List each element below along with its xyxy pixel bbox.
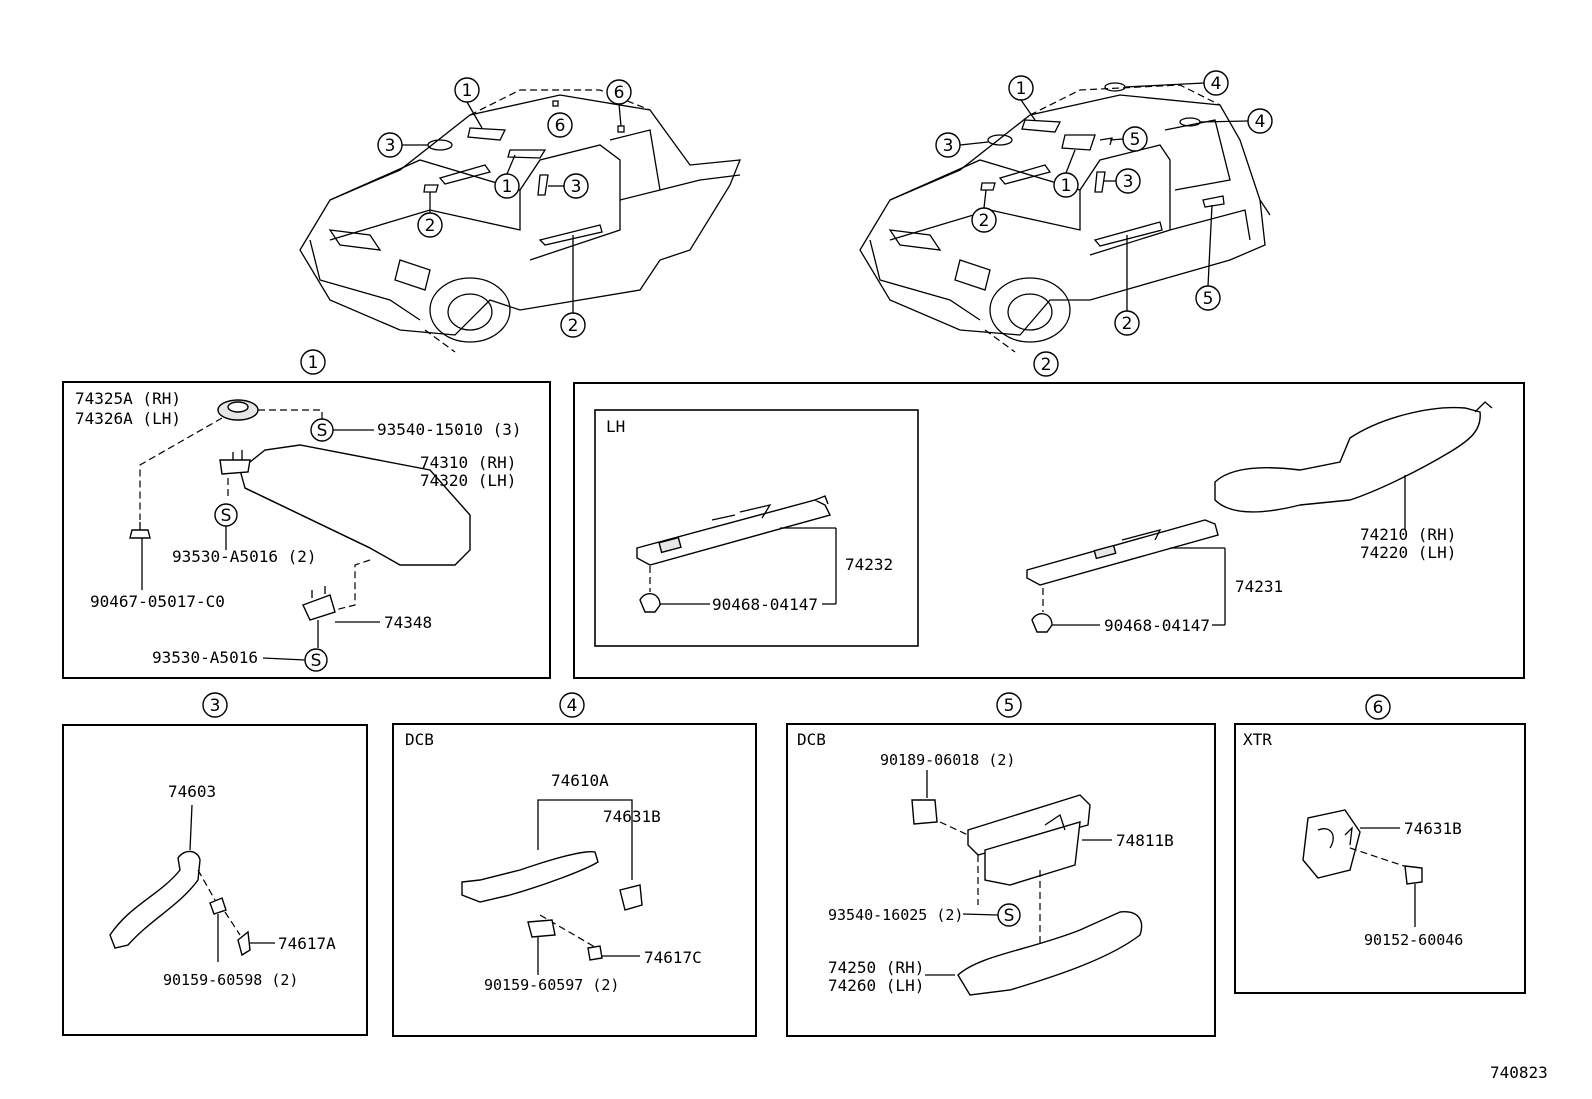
svg-text:3: 3 (1123, 172, 1134, 192)
label-screw: 90152-60046 (1364, 931, 1463, 949)
callout-5: 5 (1195, 285, 1221, 311)
label-screw: 90159-60597 (2) (484, 976, 619, 994)
svg-text:4: 4 (1255, 112, 1266, 132)
label-holder: 74348 (384, 613, 432, 632)
label-grip-lh: 74220 (LH) (1360, 543, 1456, 562)
callout-1: 1 (494, 173, 520, 199)
label-variant: DCB (797, 730, 826, 749)
label-screw-mid: 93530-A5016 (2) (172, 547, 317, 566)
label-variant: DCB (405, 730, 434, 749)
svg-text:6: 6 (614, 83, 625, 103)
callout-6: 6 (606, 79, 632, 105)
svg-text:5: 5 (1203, 289, 1214, 309)
label-screw: 90159-60598 (2) (163, 971, 298, 989)
panel-1-sun-visor: 74325A (RH) 74326A (LH) S 93540-15010 (3… (62, 381, 551, 679)
panel-4-grip: DCB 74610A 74631B 74617C 90159-60597 (2) (392, 723, 757, 1037)
callout-3: 3 (377, 132, 403, 158)
svg-text:2: 2 (979, 211, 990, 231)
callout-4: 4 (1203, 70, 1229, 96)
label-lh-clip: 90468-04147 (712, 595, 818, 614)
svg-text:2: 2 (425, 216, 436, 236)
svg-text:6: 6 (555, 116, 566, 136)
svg-text:2: 2 (1122, 314, 1133, 334)
label-rh-clip: 90468-04147 (1104, 616, 1210, 635)
callout-2: 2 (1114, 310, 1140, 336)
panel-3-header: 3 (202, 692, 228, 718)
svg-text:S: S (311, 651, 322, 671)
svg-text:S: S (1004, 906, 1015, 926)
label-visor-holder-rh: 74325A (RH) (75, 389, 181, 408)
panel-6-hook: XTR 74631B 90152-60046 (1234, 723, 1526, 994)
label-cap: 74617A (278, 934, 336, 953)
label-box: 74811B (1116, 831, 1174, 850)
callout-3: 3 (935, 132, 961, 158)
label-clip: 90467-05017-C0 (90, 592, 225, 611)
label-grip-lh: 74260 (LH) (828, 976, 924, 995)
truck-illustration-left: 1 3 2 6 6 1 3 2 (299, 77, 742, 353)
svg-text:5: 5 (1130, 130, 1141, 150)
label-hook: 74631B (1404, 819, 1462, 838)
panel-2-assist-grip: LH 74232 90468-04147 74231 90468-04147 7… (573, 382, 1525, 679)
svg-text:1: 1 (502, 177, 513, 197)
svg-text:1: 1 (308, 353, 319, 373)
label-visor-holder-lh: 74326A (LH) (75, 409, 181, 428)
callout-2: 2 (971, 207, 997, 233)
svg-text:3: 3 (210, 696, 221, 716)
svg-text:3: 3 (943, 136, 954, 156)
panel-4-header: 4 (559, 692, 585, 718)
label-screw-top: 93540-15010 (3) (377, 420, 522, 439)
callout-4: 4 (1247, 108, 1273, 134)
callout-1: 1 (1008, 75, 1034, 101)
label-bracket: 74603 (168, 782, 216, 801)
label-screw: 93540-16025 (2) (828, 906, 963, 924)
label-variant: XTR (1243, 730, 1272, 749)
panel-5-grip: DCB 90189-06018 (2) 74811B S 93540-16025… (786, 723, 1216, 1037)
panel-2-header: 2 (1033, 351, 1059, 377)
svg-text:4: 4 (567, 696, 578, 716)
svg-text:1: 1 (462, 81, 473, 101)
truck-illustration-right: 1 4 4 3 5 2 1 3 2 5 (859, 70, 1273, 353)
panel-5-header: 5 (996, 692, 1022, 718)
svg-text:1: 1 (1016, 79, 1027, 99)
label-grip-rh: 74210 (RH) (1360, 525, 1456, 544)
label-bracket: 74631B (603, 807, 661, 826)
callout-1: 1 (1053, 172, 1079, 198)
label-rh-part: 74231 (1235, 577, 1283, 596)
label-lh-part: 74232 (845, 555, 893, 574)
callout-3: 3 (563, 173, 589, 199)
svg-text:6: 6 (1373, 698, 1384, 718)
callout-5: 5 (1122, 126, 1148, 152)
label-grip-rh: 74250 (RH) (828, 958, 924, 977)
svg-text:2: 2 (568, 316, 579, 336)
svg-text:2: 2 (1041, 355, 1052, 375)
callout-3: 3 (1115, 168, 1141, 194)
label-visor-lh: 74320 (LH) (420, 471, 516, 490)
label-lh: LH (606, 417, 625, 436)
panel-1-header: 1 (300, 349, 326, 375)
label-cap: 74617C (644, 948, 702, 967)
panel-6-header: 6 (1365, 694, 1391, 720)
label-screw-bottom: 93530-A5016 (152, 648, 258, 667)
svg-text:S: S (221, 506, 232, 526)
callout-1: 1 (454, 77, 480, 103)
panel-3-bracket: 74603 74617A 90159-60598 (2) (62, 724, 368, 1036)
label-clip: 90189-06018 (2) (880, 751, 1015, 769)
svg-text:S: S (317, 421, 328, 441)
callout-2: 2 (417, 212, 443, 238)
diagram-id: 740823 (1490, 1063, 1548, 1082)
callout-6: 6 (547, 112, 573, 138)
label-visor-rh: 74310 (RH) (420, 453, 516, 472)
svg-text:3: 3 (385, 136, 396, 156)
svg-text:1: 1 (1061, 176, 1072, 196)
callout-2: 2 (560, 312, 586, 338)
svg-text:3: 3 (571, 177, 582, 197)
label-grip: 74610A (551, 771, 609, 790)
svg-text:4: 4 (1211, 74, 1222, 94)
svg-text:5: 5 (1004, 696, 1015, 716)
